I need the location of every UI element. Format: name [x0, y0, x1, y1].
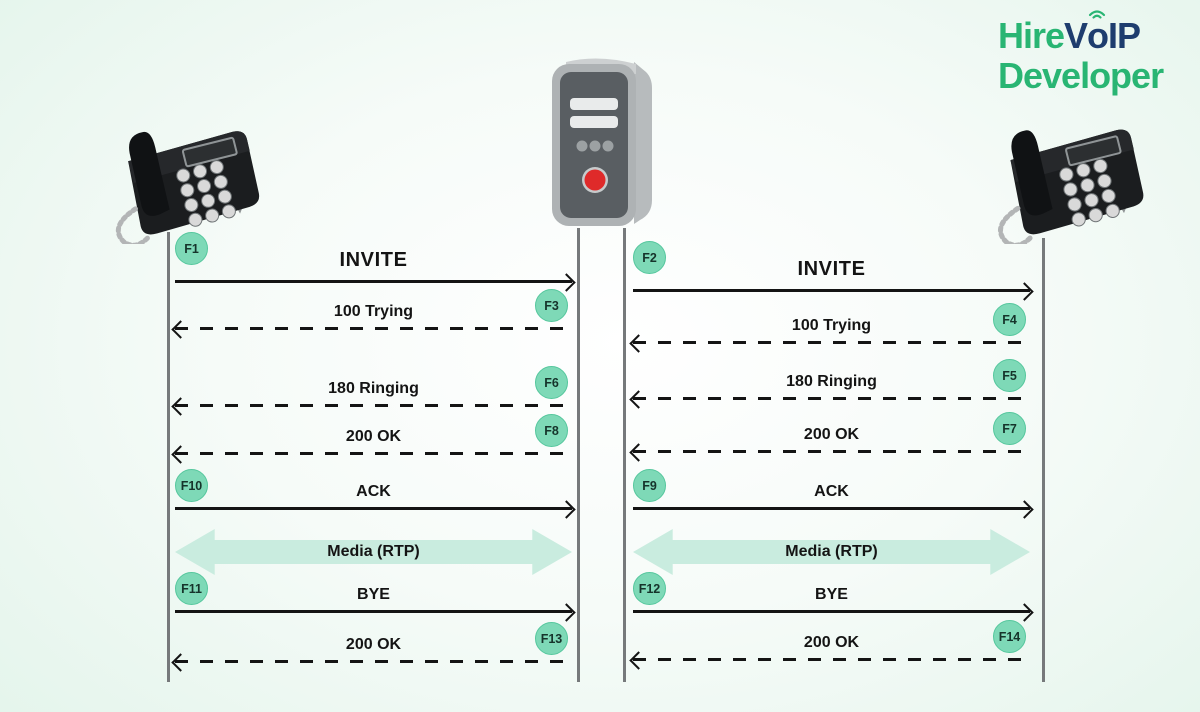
lifeline-callee — [1042, 238, 1045, 682]
caller-phone-icon — [88, 106, 263, 249]
message-row: F10 ACK — [175, 469, 576, 519]
message-row: F3 100 Trying — [171, 289, 572, 339]
message-row: F13 200 OK — [171, 622, 572, 672]
wifi-icon — [1088, 10, 1106, 19]
frame-badge: F6 — [535, 366, 568, 399]
message-label: ACK — [814, 483, 849, 500]
message-row: F12 BYE — [633, 572, 1034, 622]
solid-arrow-right-icon — [175, 603, 576, 622]
solid-arrow-right-icon — [175, 500, 576, 519]
frame-badge: F4 — [993, 303, 1026, 336]
message-label: BYE — [357, 586, 390, 603]
message-label: 200 OK — [803, 634, 860, 651]
lifeline-server-right — [623, 228, 626, 682]
solid-arrow-right-icon — [633, 500, 1034, 519]
solid-arrow-right-icon — [633, 603, 1034, 622]
frame-badge: F2 — [633, 241, 666, 274]
sip-server-icon — [540, 52, 660, 242]
message-row: F4 100 Trying — [629, 303, 1030, 353]
frame-badge: F11 — [175, 572, 208, 605]
message-row: F11 BYE — [175, 572, 576, 622]
dashed-arrow-left-icon — [629, 651, 1030, 670]
frame-badge: F10 — [175, 469, 208, 502]
message-label: 200 OK — [345, 636, 402, 653]
message-label: INVITE — [797, 258, 866, 280]
frame-badge: F8 — [535, 414, 568, 447]
message-label: 200 OK — [803, 426, 860, 443]
message-row: F14 200 OK — [629, 620, 1030, 670]
logo-o: o — [1087, 10, 1109, 54]
message-label: 180 Ringing — [786, 373, 877, 390]
solid-arrow-right-icon — [633, 282, 1034, 301]
message-row: F2 INVITE — [633, 241, 1034, 301]
frame-badge: F9 — [633, 469, 666, 502]
callee-phone-icon — [966, 104, 1151, 249]
dashed-arrow-left-icon — [629, 390, 1030, 409]
dashed-arrow-left-icon — [171, 320, 572, 339]
frame-badge: F13 — [535, 622, 568, 655]
frame-badge: F12 — [633, 572, 666, 605]
media-rtp-band: Media (RTP) — [175, 529, 572, 575]
message-label: 100 Trying — [333, 303, 414, 320]
solid-arrow-right-icon — [175, 273, 576, 292]
frame-badge: F14 — [993, 620, 1026, 653]
logo-hire: Hire — [998, 15, 1065, 56]
dashed-arrow-left-icon — [171, 653, 572, 672]
frame-badge: F3 — [535, 289, 568, 322]
media-label: Media (RTP) — [327, 543, 420, 560]
message-row: F9 ACK — [633, 469, 1034, 519]
message-row: F6 180 Ringing — [171, 366, 572, 416]
frame-badge: F7 — [993, 412, 1026, 445]
message-label: BYE — [815, 586, 848, 603]
dashed-arrow-left-icon — [629, 334, 1030, 353]
message-label: 180 Ringing — [328, 380, 419, 397]
message-label: 100 Trying — [791, 317, 872, 334]
frame-badge: F5 — [993, 359, 1026, 392]
message-row: F7 200 OK — [629, 412, 1030, 462]
message-label: 200 OK — [345, 428, 402, 445]
lifeline-caller — [167, 232, 170, 682]
logo-line2: Developer — [998, 55, 1164, 96]
logo-ip: IP — [1108, 15, 1141, 56]
frame-badge: F1 — [175, 232, 208, 265]
logo-v: V — [1064, 15, 1088, 56]
dashed-arrow-left-icon — [171, 397, 572, 416]
dashed-arrow-left-icon — [171, 445, 572, 464]
message-row: F1 INVITE — [175, 232, 576, 292]
media-label: Media (RTP) — [785, 543, 878, 560]
dashed-arrow-left-icon — [629, 443, 1030, 462]
media-rtp-band: Media (RTP) — [633, 529, 1030, 575]
message-label: INVITE — [339, 249, 408, 271]
message-label: ACK — [356, 483, 391, 500]
message-row: F8 200 OK — [171, 414, 572, 464]
lifeline-server-left — [577, 228, 580, 682]
message-row: F5 180 Ringing — [629, 359, 1030, 409]
